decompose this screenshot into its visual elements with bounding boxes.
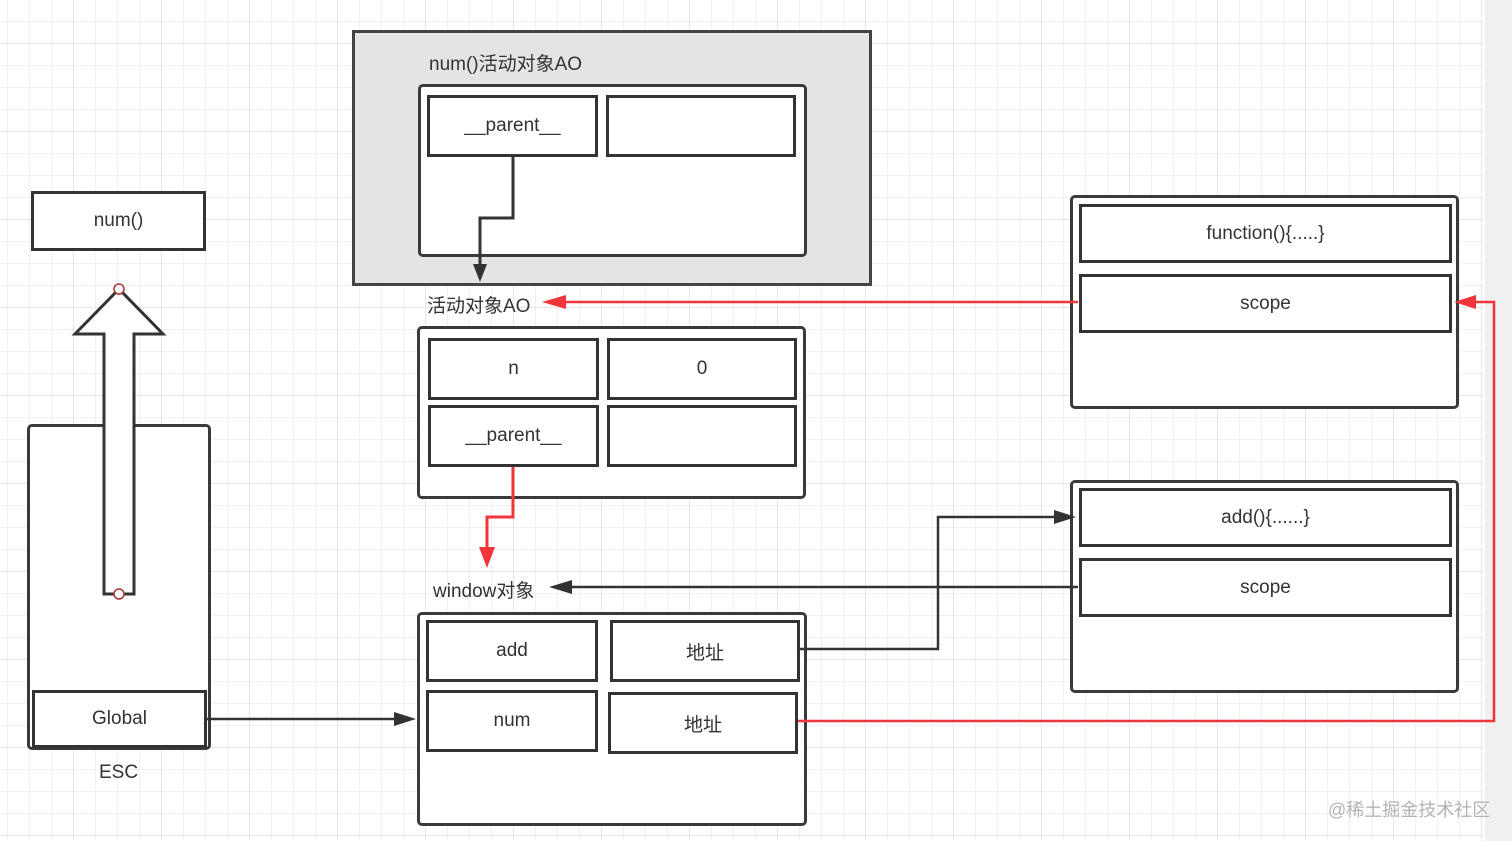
function-object-box[interactable]: function(){.....} scope bbox=[1070, 195, 1459, 409]
window-row-add-key[interactable]: add bbox=[426, 620, 598, 682]
active-object-box[interactable]: n 0 __parent__ bbox=[417, 326, 806, 499]
num-ao-title: num()活动对象AO bbox=[429, 54, 583, 75]
global-context-cell[interactable]: Global bbox=[32, 690, 207, 748]
function-code-cell[interactable]: function(){.....} bbox=[1079, 204, 1452, 263]
add-scope-cell[interactable]: scope bbox=[1079, 558, 1452, 617]
window-row-num-value[interactable]: 地址 bbox=[608, 692, 798, 754]
window-object-box[interactable]: add 地址 num 地址 bbox=[417, 612, 807, 826]
num-ao-parent-cell[interactable]: __parent__ bbox=[427, 95, 598, 157]
global-to-window-arrow bbox=[207, 712, 416, 726]
scope-to-ao-arrow bbox=[542, 295, 1078, 309]
window-row-add-value[interactable]: 地址 bbox=[610, 620, 800, 682]
ao-row-n-key[interactable]: n bbox=[428, 338, 599, 400]
num-call-box[interactable]: num() bbox=[31, 191, 206, 251]
add-scope-to-window-arrow bbox=[549, 580, 1078, 594]
watermark: @稀土掘金技术社区 bbox=[1328, 800, 1491, 820]
window-object-label: window对象 bbox=[433, 581, 535, 602]
num-ao-inner-box[interactable]: __parent__ bbox=[418, 84, 807, 257]
function-scope-cell[interactable]: scope bbox=[1079, 274, 1452, 333]
add-address-to-add-object-arrow bbox=[798, 510, 1076, 651]
active-object-label: 活动对象AO bbox=[427, 296, 531, 317]
add-code-cell[interactable]: add(){......} bbox=[1079, 488, 1452, 547]
ao-row-parent-value[interactable] bbox=[607, 405, 797, 467]
ao-row-parent-key[interactable]: __parent__ bbox=[428, 405, 599, 467]
esc-label: ESC bbox=[99, 762, 139, 783]
num-ao-value-cell[interactable] bbox=[606, 95, 796, 157]
num-ao-container[interactable]: num()活动对象AO __parent__ bbox=[352, 30, 872, 286]
add-object-box[interactable]: add(){......} scope bbox=[1070, 480, 1459, 693]
esc-stack-box[interactable]: Global bbox=[27, 424, 211, 750]
canvas-edge-band bbox=[1485, 0, 1512, 841]
window-row-num-key[interactable]: num bbox=[426, 690, 598, 752]
ao-row-n-value[interactable]: 0 bbox=[607, 338, 797, 400]
